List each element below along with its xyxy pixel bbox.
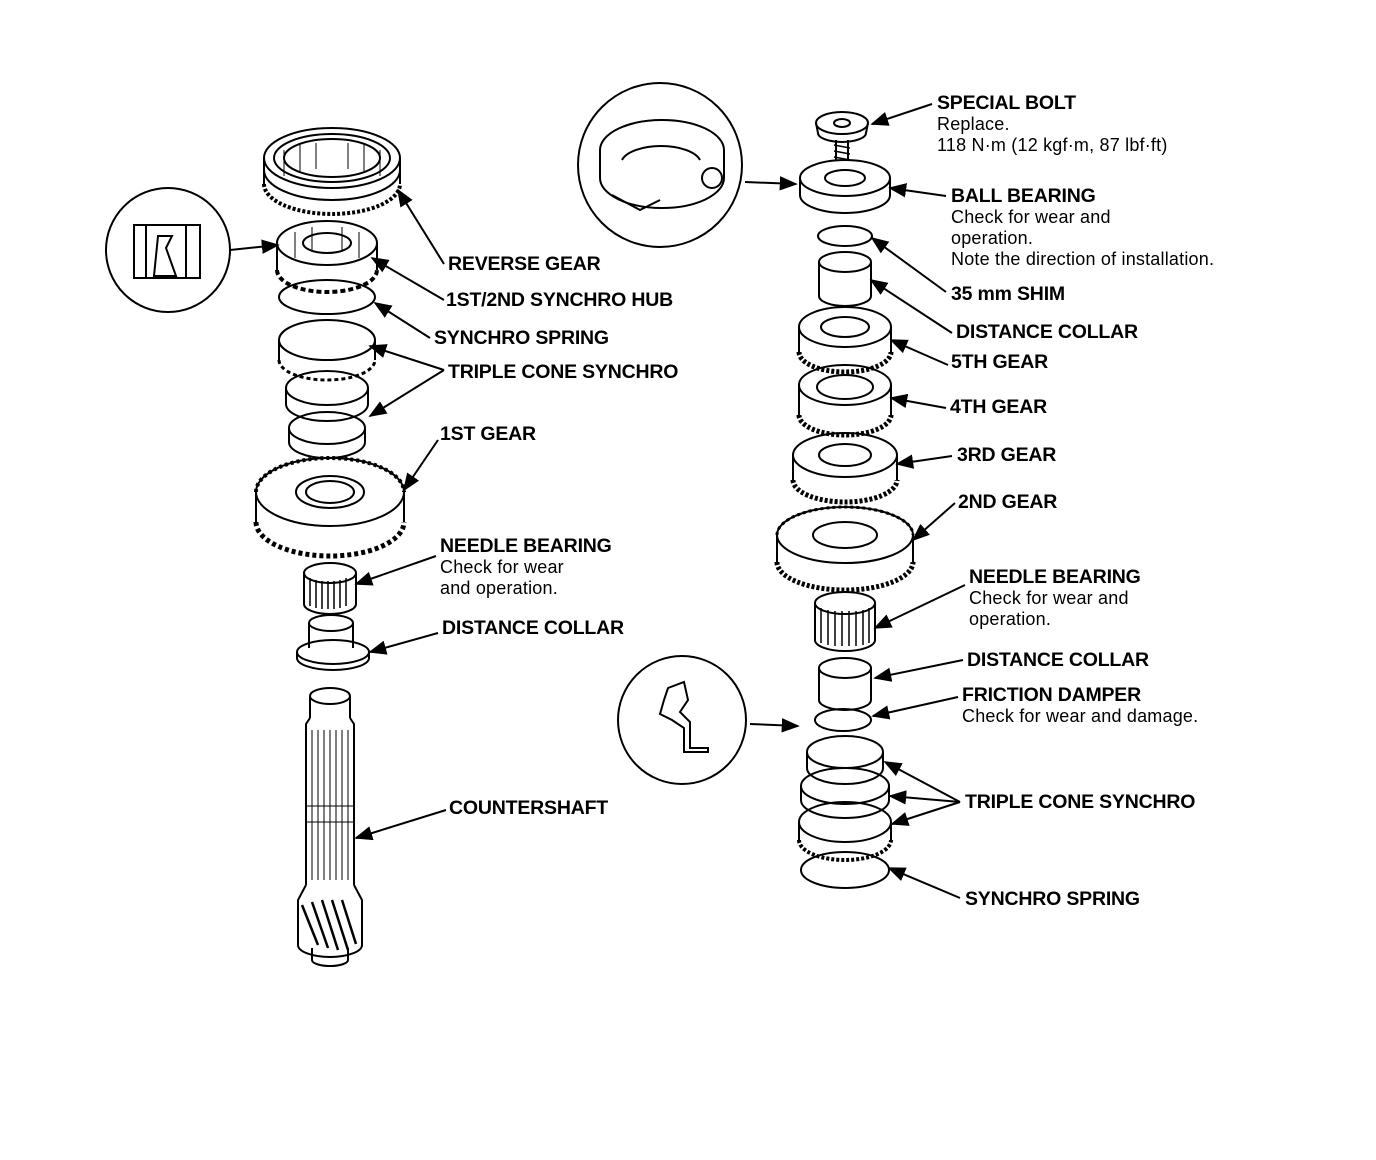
special-bolt-note1: Replace. — [937, 114, 1010, 134]
friction-damper-label: FRICTION DAMPER Check for wear and damag… — [962, 685, 1198, 727]
friction-damper-title: FRICTION DAMPER — [962, 684, 1141, 706]
countershaft-label: COUNTERSHAFT — [449, 798, 608, 819]
triple-cone-right-part — [797, 735, 893, 862]
triple-cone-right-label: TRIPLE CONE SYNCHRO — [965, 792, 1195, 813]
fifth-gear-label: 5TH GEAR — [951, 352, 1048, 373]
friction-damper-part — [814, 708, 872, 732]
distance-collar-left-title: DISTANCE COLLAR — [442, 617, 624, 639]
third-gear-part — [790, 432, 900, 505]
synchro-spring-right-title: SYNCHRO SPRING — [965, 888, 1140, 910]
special-bolt-label: SPECIAL BOLT Replace. 118 N·m (12 kgf·m,… — [937, 93, 1168, 156]
third-gear-title: 3RD GEAR — [957, 444, 1057, 466]
special-bolt-part — [815, 111, 869, 161]
needle-bearing-left-title: NEEDLE BEARING — [440, 535, 612, 557]
reverse-gear-label: REVERSE GEAR — [448, 254, 601, 275]
special-bolt-title: SPECIAL BOLT — [937, 92, 1076, 114]
synchro-hub-title: 1ST/2ND SYNCHRO HUB — [446, 289, 673, 311]
distance-collar-upper-part — [818, 251, 872, 307]
needle-bearing-left-part — [303, 562, 357, 615]
shim-title: 35 mm SHIM — [951, 283, 1065, 305]
triple-cone-left-label: TRIPLE CONE SYNCHRO — [448, 362, 678, 383]
synchro-hub-detail-circle — [105, 187, 231, 313]
needle-bearing-right-note2: operation. — [969, 609, 1052, 629]
friction-damper-detail-circle — [617, 655, 747, 785]
countershaft-part — [297, 687, 363, 967]
needle-bearing-right-part — [814, 591, 876, 652]
ball-bearing-title: BALL BEARING — [951, 185, 1096, 207]
needle-bearing-right-title: NEEDLE BEARING — [969, 566, 1141, 588]
distance-collar-upper-title: DISTANCE COLLAR — [956, 321, 1138, 343]
ball-bearing-note2: operation. — [951, 228, 1034, 248]
second-gear-part — [774, 505, 916, 593]
first-gear-label: 1ST GEAR — [440, 424, 536, 445]
special-bolt-note2: 118 N·m (12 kgf·m, 87 lbf·ft) — [937, 135, 1168, 155]
shim-part — [817, 225, 873, 247]
fifth-gear-title: 5TH GEAR — [951, 351, 1048, 373]
distance-collar-right-title: DISTANCE COLLAR — [967, 649, 1149, 671]
ball-bearing-note1: Check for wear and — [951, 207, 1111, 227]
friction-damper-note1: Check for wear and damage. — [962, 706, 1199, 726]
needle-bearing-left-note1: Check for wear — [440, 557, 564, 577]
triple-cone-left-title: TRIPLE CONE SYNCHRO — [448, 361, 679, 383]
shim-label: 35 mm SHIM — [951, 284, 1065, 305]
fourth-gear-title: 4TH GEAR — [950, 396, 1047, 418]
ball-bearing-detail-circle — [577, 82, 743, 248]
synchro-hub-part — [275, 220, 379, 294]
distance-collar-right-part — [818, 657, 872, 711]
reverse-gear-title: REVERSE GEAR — [448, 253, 601, 275]
ball-bearing-part — [799, 159, 891, 214]
synchro-spring-right-part — [800, 851, 890, 889]
ball-bearing-note3: Note the direction of installation. — [951, 249, 1215, 269]
fourth-gear-part — [796, 364, 894, 438]
distance-collar-right-label: DISTANCE COLLAR — [967, 650, 1149, 671]
third-gear-label: 3RD GEAR — [957, 445, 1056, 466]
distance-collar-upper-label: DISTANCE COLLAR — [956, 322, 1138, 343]
first-gear-part — [253, 456, 407, 559]
synchro-spring-left-part — [278, 279, 376, 315]
synchro-hub-label: 1ST/2ND SYNCHRO HUB — [446, 290, 673, 311]
synchro-spring-left-label: SYNCHRO SPRING — [434, 328, 609, 349]
second-gear-label: 2ND GEAR — [958, 492, 1057, 513]
fifth-gear-part — [796, 306, 894, 375]
distance-collar-left-label: DISTANCE COLLAR — [442, 618, 624, 639]
needle-bearing-left-note2: and operation. — [440, 578, 558, 598]
first-gear-title: 1ST GEAR — [440, 423, 536, 445]
synchro-spring-left-title: SYNCHRO SPRING — [434, 327, 609, 349]
needle-bearing-left-label: NEEDLE BEARING Check for wear and operat… — [440, 536, 612, 599]
second-gear-title: 2ND GEAR — [958, 491, 1058, 513]
synchro-spring-right-label: SYNCHRO SPRING — [965, 889, 1140, 910]
fourth-gear-label: 4TH GEAR — [950, 397, 1047, 418]
needle-bearing-right-label: NEEDLE BEARING Check for wear and operat… — [969, 567, 1141, 630]
distance-collar-left-part — [296, 614, 370, 671]
countershaft-title: COUNTERSHAFT — [449, 797, 609, 819]
triple-cone-right-title: TRIPLE CONE SYNCHRO — [965, 791, 1196, 813]
triple-cone-left-part — [277, 319, 377, 459]
reverse-gear-part — [262, 127, 402, 216]
ball-bearing-label: BALL BEARING Check for wear and operatio… — [951, 186, 1214, 270]
needle-bearing-right-note1: Check for wear and — [969, 588, 1129, 608]
